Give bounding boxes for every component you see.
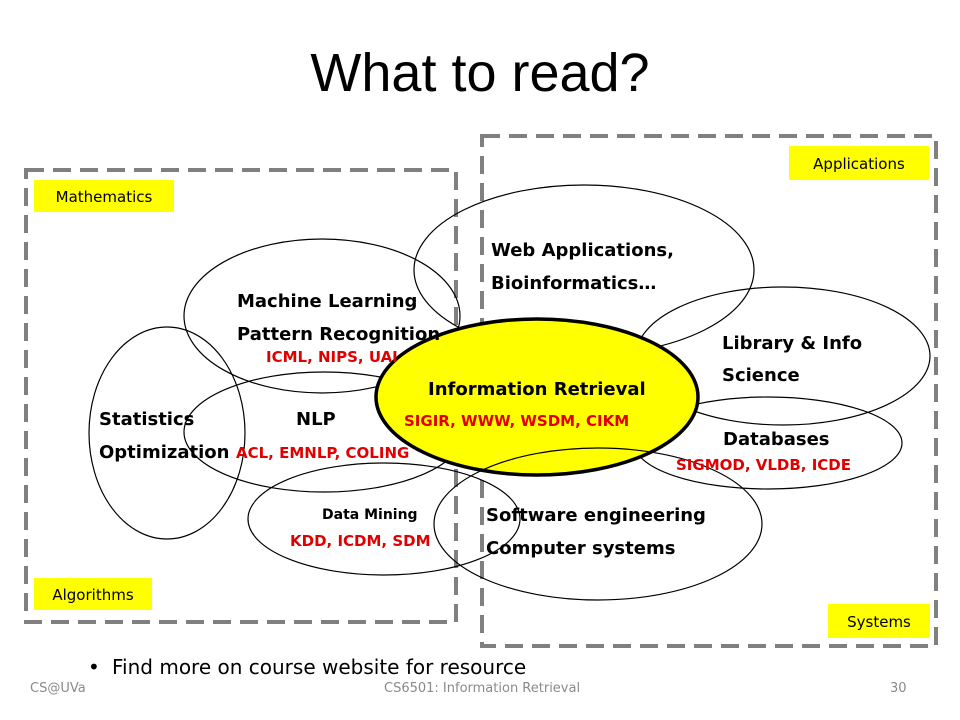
mathematics-label: Mathematics	[56, 188, 153, 206]
information-retrieval-ellipse	[374, 317, 700, 477]
software-engineering-ellipse	[433, 447, 763, 601]
data-mining-label: Data Mining	[322, 507, 418, 523]
bullet-item: • Find more on course website for resourc…	[88, 655, 526, 679]
page-number: 30	[890, 681, 907, 696]
nlp-label: NLP	[296, 409, 336, 430]
machine-learning-venues: ICML, NIPS, UAI	[266, 348, 398, 366]
slide-title: What to read?	[310, 43, 650, 103]
software-engineering-line2: Computer systems	[486, 538, 675, 559]
statistics-line2: Optimization	[99, 442, 229, 463]
systems-label-box	[828, 604, 930, 638]
applications-systems-region	[480, 134, 938, 648]
software-engineering-line1: Software engineering	[486, 505, 706, 526]
applications-label: Applications	[813, 155, 905, 173]
algorithms-label: Algorithms	[52, 586, 133, 604]
footer-left: CS@UVa	[30, 681, 86, 696]
bullet-text: Find more on course website for resource	[112, 655, 527, 679]
statistics-ellipse	[88, 326, 246, 540]
machine-learning-line1: Machine Learning	[237, 291, 417, 312]
information-retrieval-label: Information Retrieval	[428, 379, 646, 400]
web-applications-line2: Bioinformatics…	[491, 273, 656, 294]
algorithms-label-box	[34, 578, 152, 610]
databases-venues: SIGMOD, VLDB, ICDE	[676, 456, 851, 474]
machine-learning-ellipse	[183, 238, 461, 394]
systems-label: Systems	[847, 613, 911, 631]
data-mining-venues: KDD, ICDM, SDM	[290, 532, 431, 550]
databases-label: Databases	[723, 429, 830, 450]
data-mining-ellipse	[247, 462, 521, 576]
mathematics-label-box	[34, 180, 174, 212]
web-applications-line1: Web Applications,	[491, 240, 674, 261]
nlp-venues: ACL, EMNLP, COLING	[236, 444, 409, 462]
bullet-dot: •	[88, 655, 100, 679]
information-retrieval-venues: SIGIR, WWW, WSDM, CIKM	[404, 412, 629, 430]
machine-learning-line2: Pattern Recognition	[237, 324, 440, 345]
footer-center: CS6501: Information Retrieval	[384, 681, 581, 696]
applications-label-box	[789, 146, 929, 180]
library-info-line2: Science	[722, 365, 800, 386]
statistics-line1: Statistics	[99, 409, 194, 430]
library-info-line1: Library & Info	[722, 333, 862, 354]
